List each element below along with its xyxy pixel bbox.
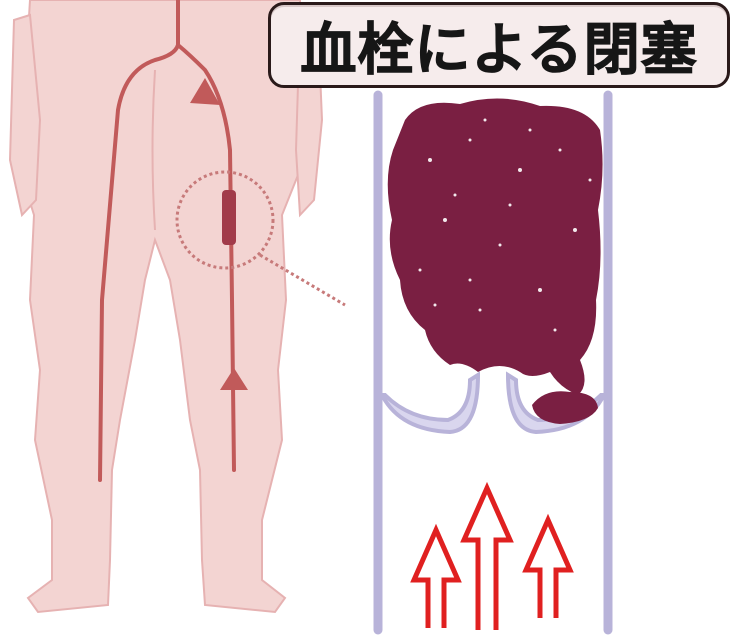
lower-body-silhouette	[10, 0, 322, 612]
title-box: 血栓による閉塞	[268, 2, 730, 88]
blood-clot	[388, 98, 603, 424]
leg-clot	[222, 190, 236, 245]
page-title: 血栓による閉塞	[300, 5, 697, 86]
blood-flow-arrow-icon	[414, 488, 570, 630]
